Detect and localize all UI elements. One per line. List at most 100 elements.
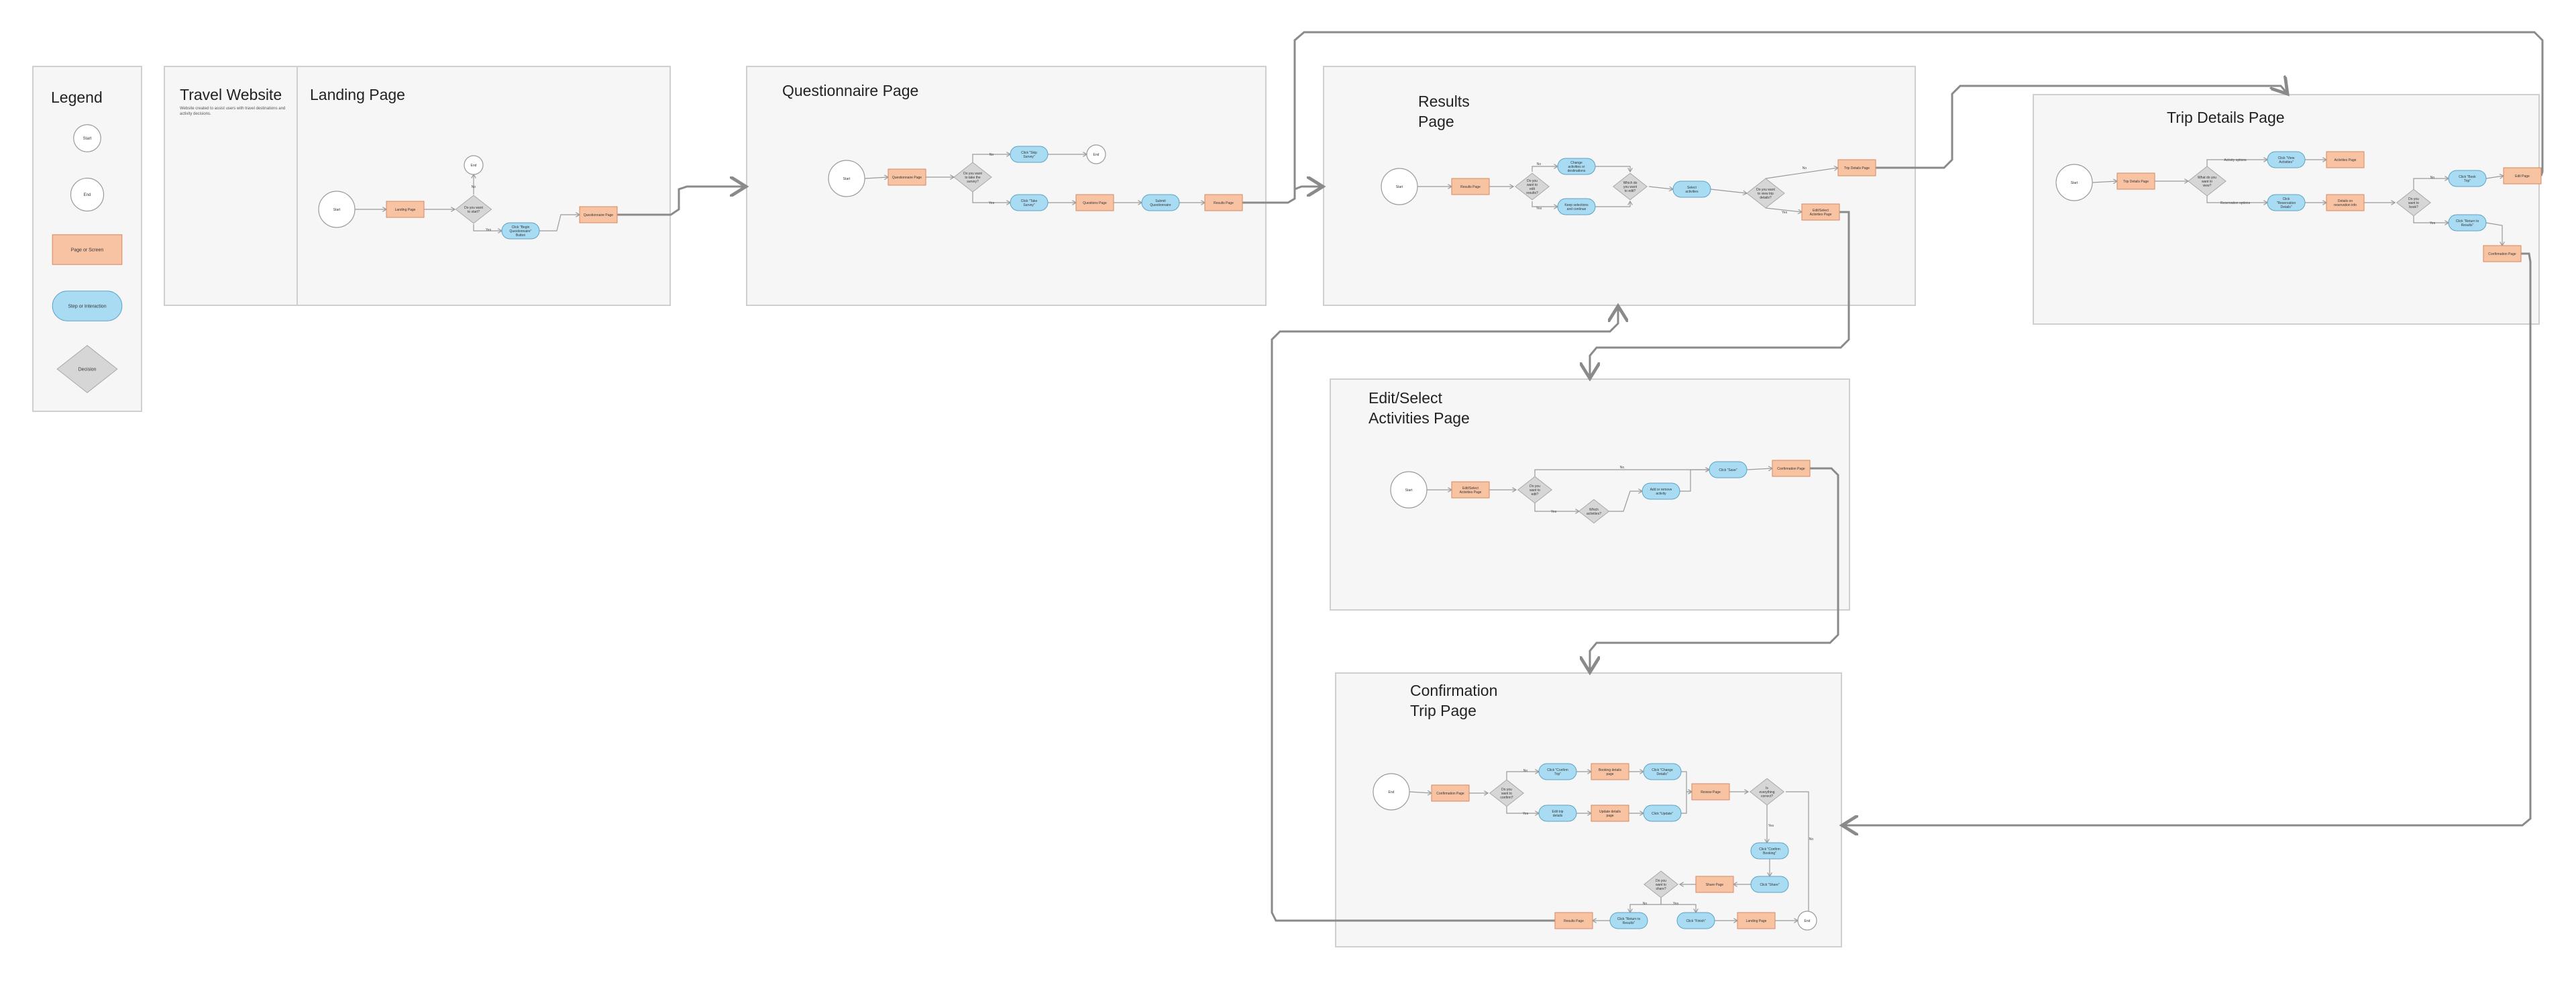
label-activity-options: Activity options [2224, 158, 2247, 162]
connector-line [1534, 503, 1579, 511]
connector-label: No [989, 153, 994, 157]
page-shape [2116, 172, 2155, 190]
page-shape [1691, 783, 1730, 801]
node-c-share-label: Share Page [1706, 883, 1724, 887]
connector-label: Yes [486, 228, 492, 232]
connector-line [1293, 31, 2544, 195]
start-node-shape [2055, 164, 2093, 201]
decision-shape [56, 345, 118, 393]
node-r-start-label: Start [1396, 185, 1403, 189]
legend-decision: Decision [56, 345, 118, 393]
travel-website-panel [164, 66, 671, 306]
landing-page-title: Landing Page [310, 86, 405, 103]
connector-line [1595, 201, 1630, 207]
node-lp-qpage-label: Questionnaire Page [584, 213, 613, 217]
node-lp-start: Start [318, 191, 356, 228]
connector-label: No [1620, 466, 1625, 470]
node-q-page: Questionnaire Page [888, 168, 926, 186]
node-c-s8-label: Click "Finish" [1686, 919, 1705, 923]
node-c-s6-label: Click "Share" [1760, 883, 1779, 887]
connector-line [2092, 181, 2117, 183]
connector-line [2206, 160, 2267, 166]
connector-line [1680, 470, 1709, 492]
node-t-start: Start [2055, 164, 2093, 201]
connector-line [1590, 211, 1850, 378]
decision-shape [455, 195, 492, 224]
node-q-results-label: Results Page [1214, 201, 1234, 205]
decision-shape [1514, 172, 1550, 201]
page-shape [1591, 763, 1629, 780]
decision-shape [953, 162, 992, 193]
connector-line [2413, 178, 2449, 189]
connector-line [2413, 216, 2449, 223]
page-shape [1837, 159, 1876, 176]
node-r-start: Start [1381, 168, 1418, 205]
end-node-shape [464, 155, 484, 175]
connector-label: No [1537, 162, 1542, 166]
node-c-results-label: Results Page [1564, 919, 1584, 923]
page-shape [1075, 194, 1114, 211]
node-lp-page: Landing Page [386, 201, 425, 218]
decision-shape [1749, 778, 1785, 806]
page-shape [1801, 203, 1840, 221]
node-t-edit-label: Edit Page [2515, 174, 2530, 178]
page-shape [1737, 912, 1776, 929]
node-q-end-label: End [1093, 153, 1099, 157]
edit-activities-page-title: Edit/Select Activities Page [1368, 389, 1470, 427]
start-node-shape [1381, 168, 1418, 205]
connector-line [1746, 468, 1772, 470]
node-e-step2-label: Click "Save" [1719, 468, 1737, 472]
travel-website-description: Website created to assist users with tra… [180, 107, 286, 116]
node-e-conf: Confirmation Page [1772, 460, 1811, 477]
connector-line [2485, 176, 2504, 179]
connector-line [617, 187, 746, 216]
legend-start-label: Start [83, 137, 92, 141]
connector-line [473, 224, 502, 231]
node-c-end-label: End [1805, 919, 1811, 923]
connector-line [1765, 168, 1838, 179]
connector-line [1765, 207, 1802, 212]
decision-shape [1612, 172, 1648, 201]
node-c-start-label: End [1389, 790, 1395, 794]
connector-line [1710, 189, 1747, 193]
page-shape [1431, 784, 1470, 802]
decision-shape [1746, 178, 1785, 209]
page-shape [2326, 194, 2365, 211]
connector-line [1534, 470, 1709, 476]
legend-title: Legend [51, 89, 103, 106]
node-t-edit: Edit Page [2503, 167, 2542, 185]
node-q-end: End [1086, 144, 1106, 164]
legend-start: Start [73, 124, 101, 152]
node-q-start: Start [828, 160, 865, 197]
node-t-start-label: Start [2071, 181, 2078, 185]
step-shape [1643, 805, 1682, 822]
node-c-review-label: Review Page [1701, 790, 1721, 794]
node-c-start: End [1373, 773, 1410, 811]
connector-line [1660, 898, 1696, 913]
